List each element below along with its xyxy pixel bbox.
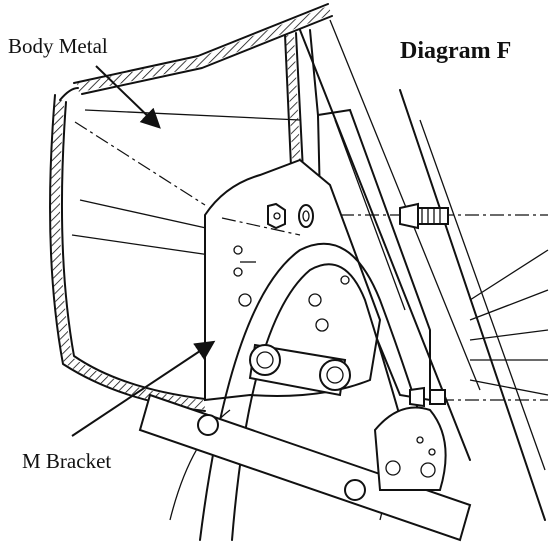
body-metal-leader [95, 65, 161, 129]
diagram-title: Diagram F [400, 38, 512, 64]
lower-rail [138, 393, 472, 542]
m-bracket-label: M Bracket [22, 449, 112, 473]
lower-bracket [373, 406, 447, 491]
m-bracket-plate [204, 158, 382, 402]
pivot-link [248, 343, 351, 397]
body-metal-label: Body Metal [8, 34, 108, 58]
fastener-hardware [267, 202, 449, 408]
m-bracket-leader [71, 340, 216, 437]
